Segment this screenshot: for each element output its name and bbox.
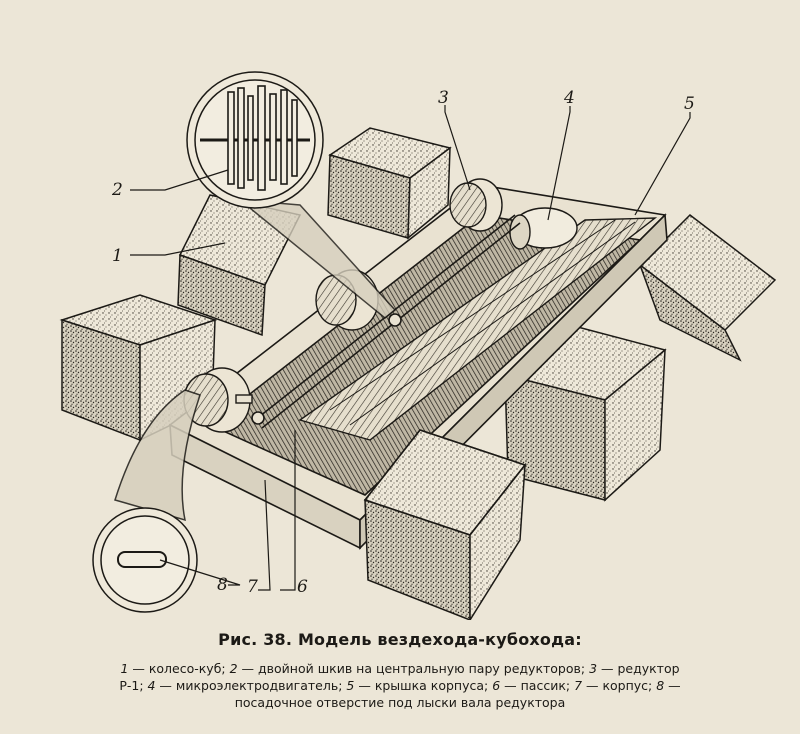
legend-text: посадочное отверстие под лыски вала реду… [234, 695, 566, 710]
legend-text: — редуктор [597, 661, 680, 676]
legend-num: 8 [656, 678, 665, 693]
label-8: 8 [217, 575, 228, 595]
legend-num: 3 [589, 661, 598, 676]
callout-mounting-hole [92, 389, 201, 613]
legend-num: 4 [147, 678, 156, 693]
legend-num: 5 [346, 678, 355, 693]
legend-text: — пассик; [500, 678, 575, 693]
vehicle-illustration: 1 2 3 4 5 6 7 8 [59, 71, 777, 620]
label-1: 1 [112, 246, 123, 266]
legend-text: — [664, 678, 681, 693]
cube-wheel-right-back [638, 214, 777, 362]
legend-num: 2 [229, 661, 238, 676]
label-7: 7 [247, 577, 258, 597]
leader-lines [130, 105, 691, 591]
gearbox-back [449, 178, 503, 232]
cube-wheel-back-center [327, 127, 452, 240]
legend-text: — двойной шкив на центральную пару редук… [237, 661, 590, 676]
legend-num: 1 [120, 661, 129, 676]
label-2: 2 [111, 180, 123, 200]
figure-caption-legend: 1 — колесо-куб; 2 — двойной шкив на цент… [30, 660, 770, 711]
label-3: 3 [438, 88, 449, 108]
legend-line-1: 1 — колесо-куб; 2 — двойной шкив на цент… [30, 660, 770, 677]
label-6: 6 [297, 577, 308, 597]
legend-text: — микроэлектродвигатель; [155, 678, 347, 693]
micro-motor [509, 207, 578, 250]
cube-wheel-front-right [363, 429, 527, 620]
drive-belt [251, 214, 521, 429]
label-4: 4 [563, 88, 575, 108]
cube-wheel-front-right-trim [363, 429, 527, 536]
legend-num: 6 [492, 678, 501, 693]
legend-text: — корпус; [582, 678, 657, 693]
legend-line-3: посадочное отверстие под лыски вала реду… [30, 694, 770, 711]
legend-line-2: Р-1; 4 — микроэлектродвигатель; 5 — крыш… [30, 677, 770, 694]
legend-text: — колесо-куб; [128, 661, 230, 676]
figure-caption-title: Рис. 38. Модель вездехода-кубохода: [218, 630, 582, 649]
cube-wheel-front-left [59, 294, 218, 442]
body-lid [298, 217, 658, 441]
label-5: 5 [684, 94, 695, 114]
legend-text: Р-1; [119, 678, 148, 693]
legend-text: — крышка корпуса; [354, 678, 493, 693]
legend-num: 7 [574, 678, 583, 693]
callout-double-pulley [186, 71, 397, 319]
